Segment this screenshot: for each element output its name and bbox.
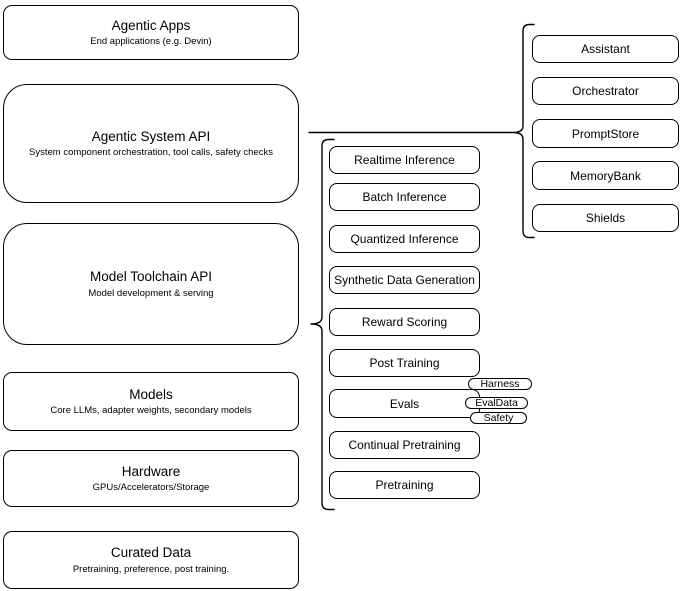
node-model-toolchain-api-subtitle: Model development & serving (88, 287, 214, 299)
node-pretraining: Pretraining (329, 471, 480, 499)
node-curated-data: Curated Data Pretraining, preference, po… (3, 531, 299, 589)
node-assistant: Assistant (532, 35, 679, 63)
node-synthetic-data-generation: Synthetic Data Generation (329, 266, 480, 294)
node-agentic-apps: Agentic Apps End applications (e.g. Devi… (3, 5, 299, 60)
node-hardware-subtitle: GPUs/Accelerators/Storage (92, 482, 210, 494)
pill-safety: Safety (470, 412, 527, 424)
node-continual-pretraining: Continual Pretraining (329, 431, 480, 459)
pill-evaldata: EvalData (465, 397, 528, 409)
node-model-toolchain-api-title: Model Toolchain API (89, 269, 213, 285)
node-curated-data-subtitle: Pretraining, preference, post training. (72, 563, 230, 575)
node-hardware-title: Hardware (121, 463, 181, 479)
node-batch-inference: Batch Inference (329, 183, 480, 211)
node-agentic-system-api: Agentic System API System component orch… (3, 84, 299, 203)
node-orchestrator: Orchestrator (532, 77, 679, 105)
node-shields: Shields (532, 204, 679, 232)
node-model-toolchain-api: Model Toolchain API Model development & … (3, 223, 299, 345)
node-quantized-inference: Quantized Inference (329, 225, 480, 253)
node-agentic-system-api-title: Agentic System API (91, 128, 211, 144)
node-evals: Evals (329, 389, 480, 418)
node-models-subtitle: Core LLMs, adapter weights, secondary mo… (50, 405, 252, 417)
node-realtime-inference: Realtime Inference (329, 146, 480, 174)
node-agentic-apps-subtitle: End applications (e.g. Devin) (90, 36, 212, 48)
pill-harness: Harness (468, 378, 532, 390)
node-models-title: Models (129, 386, 173, 402)
node-models: Models Core LLMs, adapter weights, secon… (3, 372, 299, 431)
node-reward-scoring: Reward Scoring (329, 308, 480, 336)
right-column-brace (512, 23, 535, 239)
node-curated-data-title: Curated Data (110, 545, 192, 561)
node-memorybank: MemoryBank (532, 161, 679, 190)
node-post-training: Post Training (329, 349, 480, 377)
node-agentic-apps-title: Agentic Apps (111, 17, 191, 33)
node-agentic-system-api-subtitle: System component orchestration, tool cal… (29, 147, 273, 159)
node-hardware: Hardware GPUs/Accelerators/Storage (3, 450, 299, 507)
node-promptstore: PromptStore (532, 119, 679, 148)
